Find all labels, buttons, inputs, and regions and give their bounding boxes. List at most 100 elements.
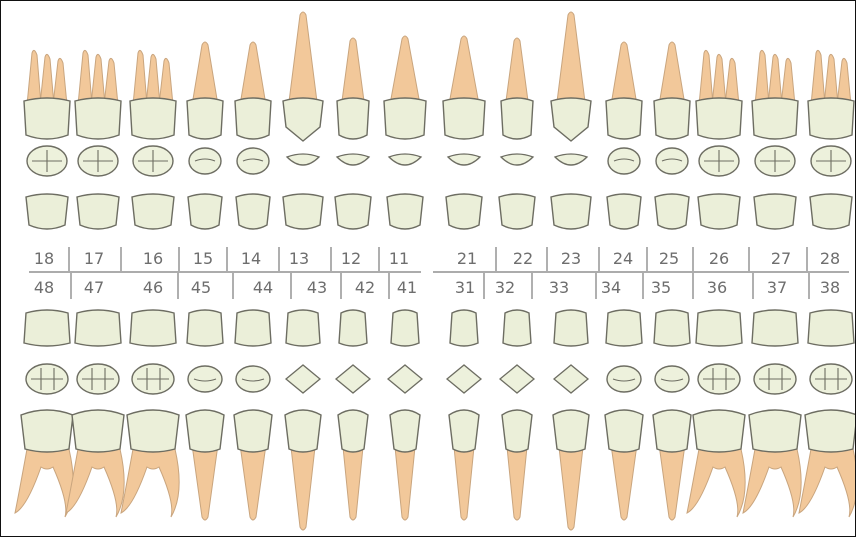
tooth-31-facial[interactable] bbox=[450, 310, 478, 346]
tooth-26-facial[interactable] bbox=[698, 194, 740, 229]
tooth-28-facial[interactable] bbox=[810, 194, 852, 229]
tooth-32-incisal-edge[interactable] bbox=[500, 365, 534, 393]
tooth-42-crown[interactable] bbox=[338, 410, 368, 452]
tooth-33-incisal-edge[interactable] bbox=[554, 365, 588, 393]
tooth-45-occlusal[interactable] bbox=[188, 366, 222, 392]
tooth-44-occlusal[interactable] bbox=[236, 366, 270, 392]
tooth-35-facial[interactable] bbox=[654, 310, 690, 346]
tooth-25-facial[interactable] bbox=[655, 194, 689, 229]
tooth-37-crown[interactable] bbox=[749, 410, 801, 452]
tooth-41-crown[interactable] bbox=[390, 410, 420, 452]
tooth-number-35: 35 bbox=[651, 278, 671, 297]
tooth-31-root bbox=[454, 445, 474, 520]
tooth-number-36: 36 bbox=[707, 278, 727, 297]
tooth-42-facial[interactable] bbox=[339, 310, 367, 346]
tooth-17-root bbox=[78, 50, 92, 105]
tooth-11-facial[interactable] bbox=[387, 194, 423, 229]
tooth-21-incisal-edge[interactable] bbox=[448, 154, 480, 165]
tooth-12-crown[interactable] bbox=[337, 98, 369, 139]
tooth-28-crown[interactable] bbox=[808, 98, 854, 139]
tooth-number-41: 41 bbox=[397, 278, 417, 297]
tooth-17-facial[interactable] bbox=[77, 194, 119, 229]
tooth-34-occlusal[interactable] bbox=[607, 366, 641, 392]
tooth-11-crown[interactable] bbox=[384, 98, 426, 139]
tooth-14-crown[interactable] bbox=[235, 98, 271, 139]
tooth-44-crown[interactable] bbox=[234, 410, 272, 452]
tooth-number-46: 46 bbox=[143, 278, 163, 297]
tooth-47-crown[interactable] bbox=[72, 410, 124, 452]
tooth-35-occlusal[interactable] bbox=[655, 366, 689, 392]
tooth-12-incisal-edge[interactable] bbox=[337, 154, 369, 165]
tooth-number-45: 45 bbox=[191, 278, 211, 297]
tooth-46-crown[interactable] bbox=[127, 410, 179, 452]
tooth-15-root bbox=[192, 42, 218, 105]
tooth-24-occlusal[interactable] bbox=[608, 148, 640, 174]
tooth-45-facial[interactable] bbox=[187, 310, 223, 346]
tooth-25-root bbox=[659, 42, 685, 105]
tooth-13-crown[interactable] bbox=[283, 98, 323, 141]
tooth-15-crown[interactable] bbox=[187, 98, 223, 139]
tooth-23-facial[interactable] bbox=[551, 194, 591, 229]
tooth-47-facial[interactable] bbox=[75, 310, 121, 346]
tooth-31-incisal-edge[interactable] bbox=[447, 365, 481, 393]
tooth-25-occlusal[interactable] bbox=[656, 148, 688, 174]
tooth-number-23: 23 bbox=[561, 249, 581, 268]
tooth-45-crown[interactable] bbox=[186, 410, 224, 452]
tooth-13-facial[interactable] bbox=[283, 194, 323, 229]
tooth-44-facial[interactable] bbox=[235, 310, 271, 346]
tooth-16-facial[interactable] bbox=[132, 194, 174, 229]
tooth-35-crown[interactable] bbox=[653, 410, 691, 452]
tooth-number-44: 44 bbox=[253, 278, 273, 297]
tooth-21-facial[interactable] bbox=[446, 194, 482, 229]
tooth-36-facial[interactable] bbox=[696, 310, 742, 346]
tooth-27-crown[interactable] bbox=[752, 98, 798, 139]
tooth-48-facial[interactable] bbox=[24, 310, 70, 346]
tooth-25-crown[interactable] bbox=[654, 98, 690, 139]
tooth-34-crown[interactable] bbox=[605, 410, 643, 452]
tooth-24-facial[interactable] bbox=[607, 194, 641, 229]
tooth-18-crown[interactable] bbox=[24, 98, 70, 139]
tooth-41-facial[interactable] bbox=[391, 310, 419, 346]
tooth-36-crown[interactable] bbox=[693, 410, 745, 452]
tooth-17-crown[interactable] bbox=[75, 98, 121, 139]
tooth-38-facial[interactable] bbox=[808, 310, 854, 346]
tooth-33-crown[interactable] bbox=[553, 410, 589, 452]
tooth-32-crown[interactable] bbox=[502, 410, 532, 452]
tooth-15-facial[interactable] bbox=[188, 194, 222, 229]
tooth-14-facial[interactable] bbox=[236, 194, 270, 229]
tooth-15-occlusal[interactable] bbox=[189, 148, 221, 174]
tooth-34-facial[interactable] bbox=[606, 310, 642, 346]
tooth-22-facial[interactable] bbox=[499, 194, 535, 229]
tooth-31-crown[interactable] bbox=[449, 410, 479, 452]
tooth-number-31: 31 bbox=[455, 278, 475, 297]
tooth-13-incisal-edge[interactable] bbox=[287, 154, 319, 165]
tooth-48-crown[interactable] bbox=[21, 410, 73, 452]
tooth-14-occlusal[interactable] bbox=[237, 148, 269, 174]
tooth-46-root bbox=[121, 449, 179, 517]
tooth-22-crown[interactable] bbox=[501, 98, 533, 139]
tooth-16-crown[interactable] bbox=[130, 98, 176, 139]
tooth-42-incisal-edge[interactable] bbox=[336, 365, 370, 393]
tooth-41-incisal-edge[interactable] bbox=[388, 365, 422, 393]
tooth-46-facial[interactable] bbox=[130, 310, 176, 346]
tooth-11-incisal-edge[interactable] bbox=[389, 154, 421, 165]
tooth-43-crown[interactable] bbox=[285, 410, 321, 452]
tooth-33-facial[interactable] bbox=[554, 310, 588, 346]
tooth-23-incisal-edge[interactable] bbox=[555, 154, 587, 165]
tooth-18-facial[interactable] bbox=[26, 194, 68, 229]
tooth-12-facial[interactable] bbox=[335, 194, 371, 229]
tooth-43-facial[interactable] bbox=[286, 310, 320, 346]
tooth-22-incisal-edge[interactable] bbox=[501, 154, 533, 165]
tooth-27-facial[interactable] bbox=[754, 194, 796, 229]
tooth-27-root bbox=[755, 50, 769, 105]
tooth-26-crown[interactable] bbox=[696, 98, 742, 139]
tooth-38-crown[interactable] bbox=[805, 410, 855, 452]
tooth-24-crown[interactable] bbox=[606, 98, 642, 139]
tooth-44-root bbox=[240, 445, 266, 520]
tooth-21-crown[interactable] bbox=[443, 98, 485, 139]
tooth-23-crown[interactable] bbox=[551, 98, 591, 141]
tooth-43-incisal-edge[interactable] bbox=[286, 365, 320, 393]
tooth-37-facial[interactable] bbox=[752, 310, 798, 346]
tooth-number-24: 24 bbox=[613, 249, 633, 268]
tooth-32-facial[interactable] bbox=[503, 310, 531, 346]
